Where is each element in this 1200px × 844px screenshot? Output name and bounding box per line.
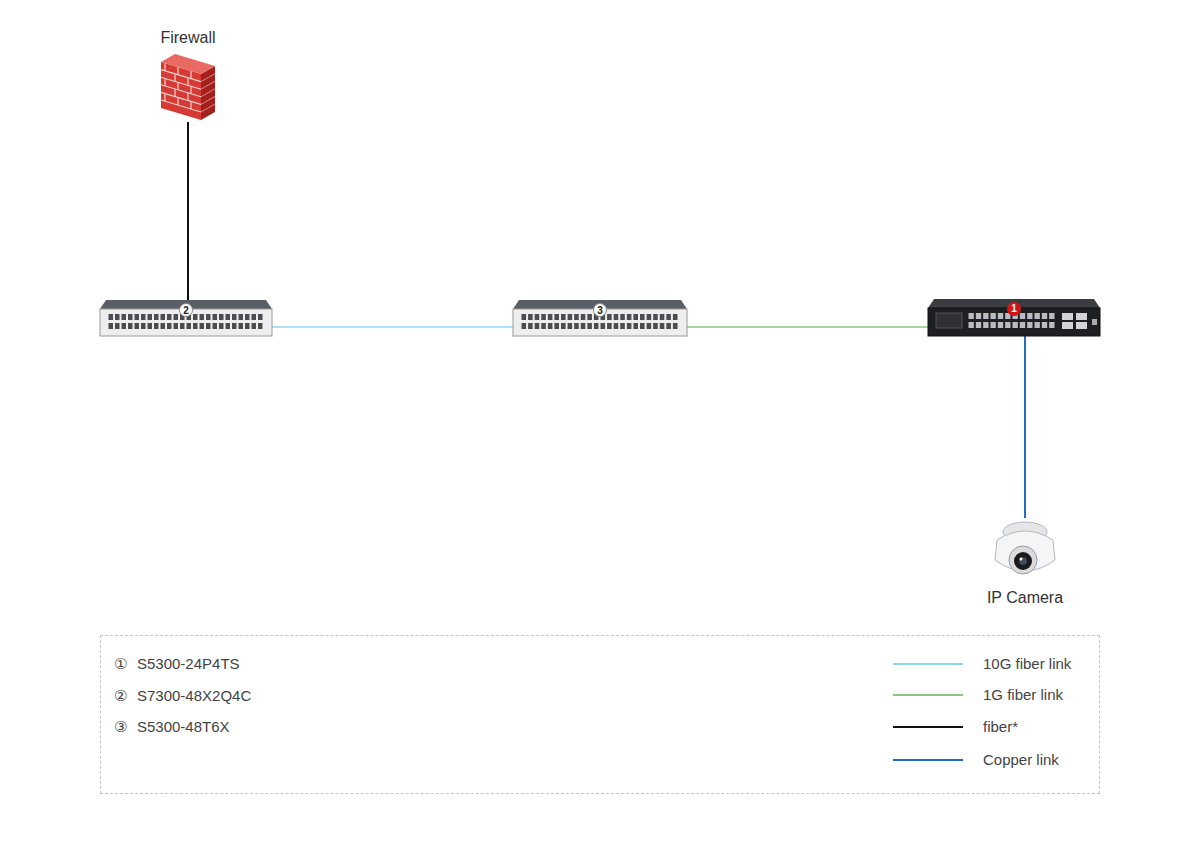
legend-swatch	[892, 757, 964, 763]
model-name: S7300-48X2Q4C	[137, 687, 251, 705]
legend-swatch	[892, 692, 964, 698]
camera-node: IP Camera	[971, 518, 1079, 610]
legend-swatch	[892, 724, 964, 730]
legend-text: Copper link	[983, 751, 1059, 769]
legend-swatch	[892, 661, 964, 667]
callout-number: 3	[593, 303, 607, 317]
device-label: Firewall	[146, 28, 230, 48]
network-switch: 3	[513, 300, 687, 336]
network-link	[187, 122, 189, 300]
network-link	[687, 326, 928, 328]
camera-illustration	[975, 518, 1075, 582]
callout-number: 2	[179, 303, 193, 317]
firewall-illustration	[151, 54, 225, 122]
model-name: S5300-24P4TS	[137, 655, 240, 673]
network-switch: 2	[100, 300, 272, 336]
device-label: IP Camera	[971, 588, 1079, 608]
callout-number: ②	[114, 687, 127, 705]
callout-number: 1	[1007, 302, 1021, 316]
callout-number: ①	[114, 655, 127, 673]
network-link	[1024, 336, 1026, 518]
legend-text: fiber*	[983, 718, 1018, 736]
model-name: S5300-48T6X	[137, 718, 230, 736]
legend-box	[100, 635, 1100, 794]
callout-number: ③	[114, 718, 127, 736]
network-link	[272, 326, 513, 328]
legend-text: 1G fiber link	[983, 686, 1063, 704]
firewall-node: Firewall	[146, 28, 230, 122]
legend-text: 10G fiber link	[983, 655, 1071, 673]
network-switch: 1	[928, 299, 1100, 336]
